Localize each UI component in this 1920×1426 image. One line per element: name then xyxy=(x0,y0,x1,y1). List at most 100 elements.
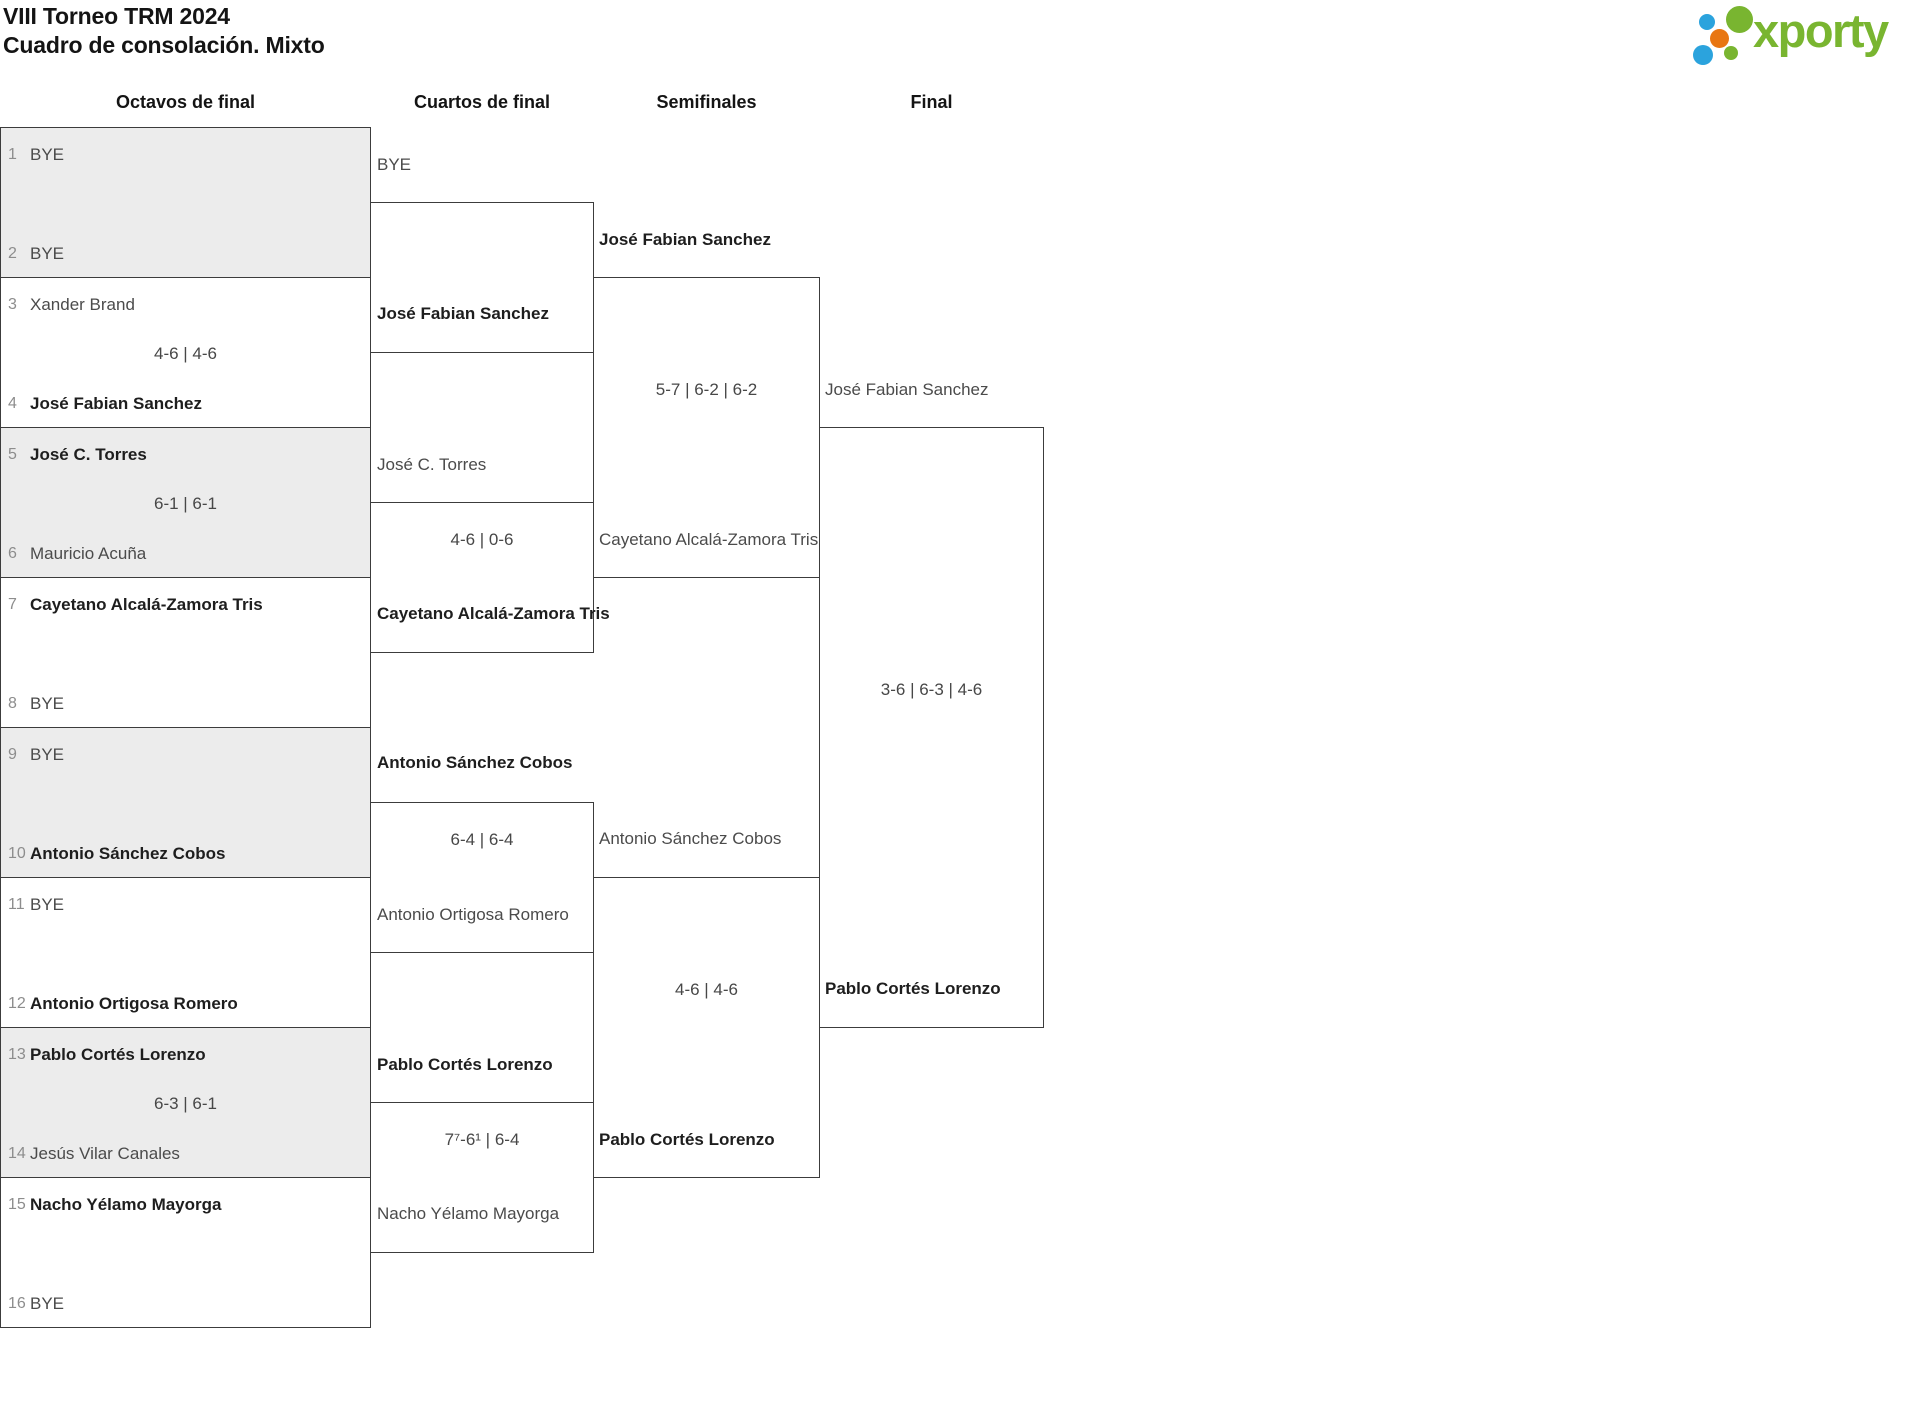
bracket-subtitle: Cuadro de consolación. Mixto xyxy=(3,32,325,58)
bracket-slot-9: 9 BYE xyxy=(8,744,64,766)
cuartos-match-4-box xyxy=(370,1102,594,1253)
bracket-slot-15: 15 Nacho Yélamo Mayorga xyxy=(8,1194,221,1216)
seed-number: 8 xyxy=(8,695,17,712)
bracket-slot-6: 6 Mauricio Acuña xyxy=(8,543,146,565)
seed-number: 3 xyxy=(8,296,17,313)
logo-dot-orange-icon xyxy=(1710,29,1729,48)
player-name: José Fabian Sanchez xyxy=(599,230,771,249)
octavos-match-1-box: 1 BYE 2 BYE xyxy=(0,127,371,278)
match-score: 4-6 | 0-6 xyxy=(450,530,514,549)
round-header-cuartos: Cuartos de final xyxy=(413,92,551,112)
cuartos-match-3-box xyxy=(370,802,594,953)
seed-number: 10 xyxy=(8,845,26,862)
seed-number: 16 xyxy=(8,1295,26,1312)
match-score xyxy=(1,793,370,815)
match-score xyxy=(1,943,370,965)
match-score xyxy=(1,643,370,665)
round-header-octavos: Octavos de final xyxy=(115,92,256,112)
player-name: BYE xyxy=(30,694,65,713)
player-name: Mauricio Acuña xyxy=(30,544,147,563)
seed-number: 11 xyxy=(8,896,25,913)
bracket-slot-5: 5 José C. Torres xyxy=(8,444,147,466)
bracket-slot-13: 13 Pablo Cortés Lorenzo xyxy=(8,1044,206,1066)
player-name: Pablo Cortés Lorenzo xyxy=(30,1045,206,1064)
bracket-slot-1: 1 BYE xyxy=(8,144,64,166)
bracket-slot-3: 3 Xander Brand xyxy=(8,294,135,316)
player-name: José Fabian Sanchez xyxy=(825,380,989,399)
bracket-slot-4: 4 José Fabian Sanchez xyxy=(8,393,202,415)
octavos-match-8-box: 15 Nacho Yélamo Mayorga 16 BYE xyxy=(0,1177,371,1328)
octavos-match-4-box: 7 Cayetano Alcalá-Zamora Tris 8 BYE xyxy=(0,577,371,728)
round-header-final: Final xyxy=(910,92,953,112)
octavos-match-6-box: 11 BYE 12 Antonio Ortigosa Romero xyxy=(0,877,371,1028)
player-name: José C. Torres xyxy=(377,455,487,474)
player-name: Cayetano Alcalá-Zamora Tris xyxy=(599,530,819,549)
octavos-match-5-box: 9 BYE 10 Antonio Sánchez Cobos xyxy=(0,727,371,878)
player-name: Jesús Vilar Canales xyxy=(30,1144,180,1163)
logo-dot-blue-small-icon xyxy=(1699,14,1715,30)
seed-number: 1 xyxy=(8,146,17,163)
xporty-wordmark: xporty xyxy=(1753,4,1889,57)
player-name: Antonio Sánchez Cobos xyxy=(377,753,573,772)
player-name: BYE xyxy=(30,1294,65,1313)
tournament-title: VIII Torneo TRM 2024 xyxy=(3,3,230,29)
bracket-slot-14: 14 Jesús Vilar Canales xyxy=(8,1143,180,1165)
player-name: Pablo Cortés Lorenzo xyxy=(825,979,1001,998)
seed-number: 2 xyxy=(8,245,17,262)
bracket-slot-8: 8 BYE xyxy=(8,693,64,715)
player-name: Nacho Yélamo Mayorga xyxy=(377,1204,560,1223)
seed-number: 6 xyxy=(8,545,17,562)
octavos-match-3-box: 5 José C. Torres 6-1 | 6-1 6 Mauricio Ac… xyxy=(0,427,371,578)
match-score xyxy=(1,1243,370,1265)
match-score: 6-3 | 6-1 xyxy=(153,1094,217,1113)
logo-dot-blue-large-icon xyxy=(1693,45,1713,65)
player-name: BYE xyxy=(30,244,65,263)
xporty-logo: xporty xyxy=(1670,0,1920,70)
player-name: BYE xyxy=(377,155,412,174)
match-score: 6-1 | 6-1 xyxy=(153,494,217,513)
player-name: Nacho Yélamo Mayorga xyxy=(30,1195,222,1214)
bracket-slot-7: 7 Cayetano Alcalá-Zamora Tris xyxy=(8,594,263,616)
cuartos-match-2-box xyxy=(370,502,594,653)
round-header-semifinales: Semifinales xyxy=(656,92,757,112)
player-name: BYE xyxy=(30,145,65,164)
match-score: 3-6 | 6-3 | 4-6 xyxy=(880,680,983,699)
player-name: Antonio Ortigosa Romero xyxy=(30,994,238,1013)
seed-number: 5 xyxy=(8,446,17,463)
seed-number: 9 xyxy=(8,746,17,763)
seed-number: 12 xyxy=(8,995,26,1012)
bracket-slot-2: 2 BYE xyxy=(8,243,64,265)
seed-number: 13 xyxy=(8,1046,26,1063)
match-score: 7⁷-6¹ | 6-4 xyxy=(444,1130,520,1149)
player-name: Antonio Sánchez Cobos xyxy=(30,844,226,863)
player-name: Cayetano Alcalá-Zamora Tris xyxy=(30,595,263,614)
title-block: VIII Torneo TRM 2024 Cuadro de consolaci… xyxy=(3,2,325,60)
player-name: BYE xyxy=(30,745,65,764)
match-score: 4-6 | 4-6 xyxy=(153,344,217,363)
octavos-match-2-box: 3 Xander Brand 4-6 | 4-6 4 José Fabian S… xyxy=(0,277,371,428)
cuartos-match-1-box xyxy=(370,202,594,353)
player-name: BYE xyxy=(30,895,65,914)
player-name: José C. Torres xyxy=(30,445,147,464)
logo-dot-green-small-icon xyxy=(1724,46,1738,60)
bracket-slot-10: 10 Antonio Sánchez Cobos xyxy=(8,843,226,865)
bracket-slot-12: 12 Antonio Ortigosa Romero xyxy=(8,993,238,1015)
match-score: 5-7 | 6-2 | 6-2 xyxy=(655,380,758,399)
logo-dot-green-large-icon xyxy=(1726,6,1753,33)
seed-number: 15 xyxy=(8,1196,26,1213)
bracket-slot-16: 16 BYE xyxy=(8,1293,64,1315)
player-name: Cayetano Alcalá-Zamora Tris xyxy=(377,604,610,623)
seed-number: 7 xyxy=(8,596,17,613)
final-match-box xyxy=(819,427,1044,1028)
player-name: Antonio Sánchez Cobos xyxy=(599,829,782,848)
seed-number: 4 xyxy=(8,395,17,412)
bracket-slot-11: 11 BYE xyxy=(8,894,64,916)
octavos-match-7-box: 13 Pablo Cortés Lorenzo 6-3 | 6-1 14 Jes… xyxy=(0,1027,371,1178)
player-name: Antonio Ortigosa Romero xyxy=(377,905,569,924)
player-name: Xander Brand xyxy=(30,295,135,314)
match-score: 4-6 | 4-6 xyxy=(674,980,738,999)
player-name: Pablo Cortés Lorenzo xyxy=(599,1130,775,1149)
player-name: José Fabian Sanchez xyxy=(377,304,549,323)
match-score: 6-4 | 6-4 xyxy=(450,830,514,849)
match-score xyxy=(1,193,370,215)
